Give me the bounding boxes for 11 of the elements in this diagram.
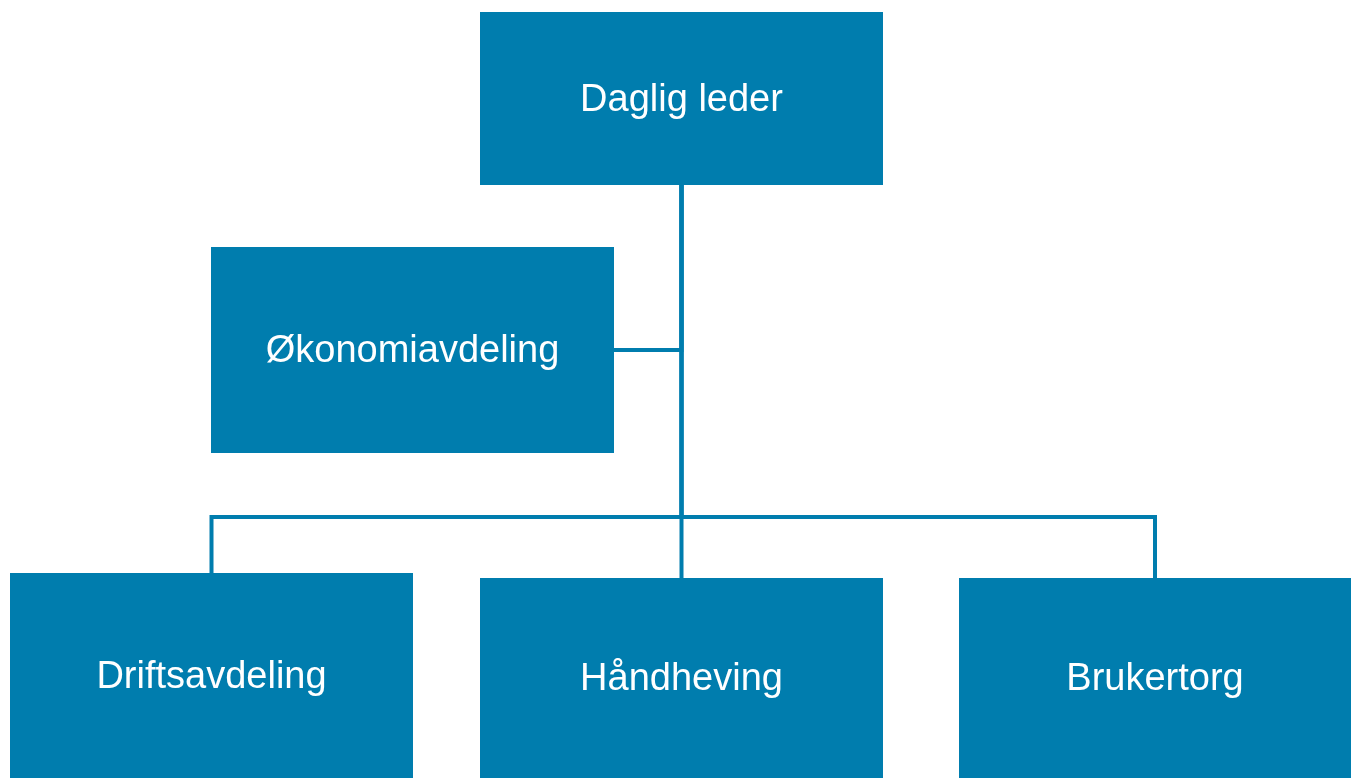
connector-line [679, 185, 1157, 578]
org-unit-box [959, 578, 1351, 778]
unit-title: Håndheving [580, 655, 783, 701]
org-unit-box [10, 573, 413, 778]
unit-title: Økonomiavdeling [265, 327, 560, 373]
unit-title: Brukertorg [1066, 655, 1244, 701]
org-unit-box [211, 247, 614, 453]
unit-title: Driftsavdeling [96, 652, 327, 698]
org-unit-box [480, 578, 883, 778]
org-unit-box [480, 12, 883, 185]
unit-title: Daglig leder [580, 75, 783, 121]
